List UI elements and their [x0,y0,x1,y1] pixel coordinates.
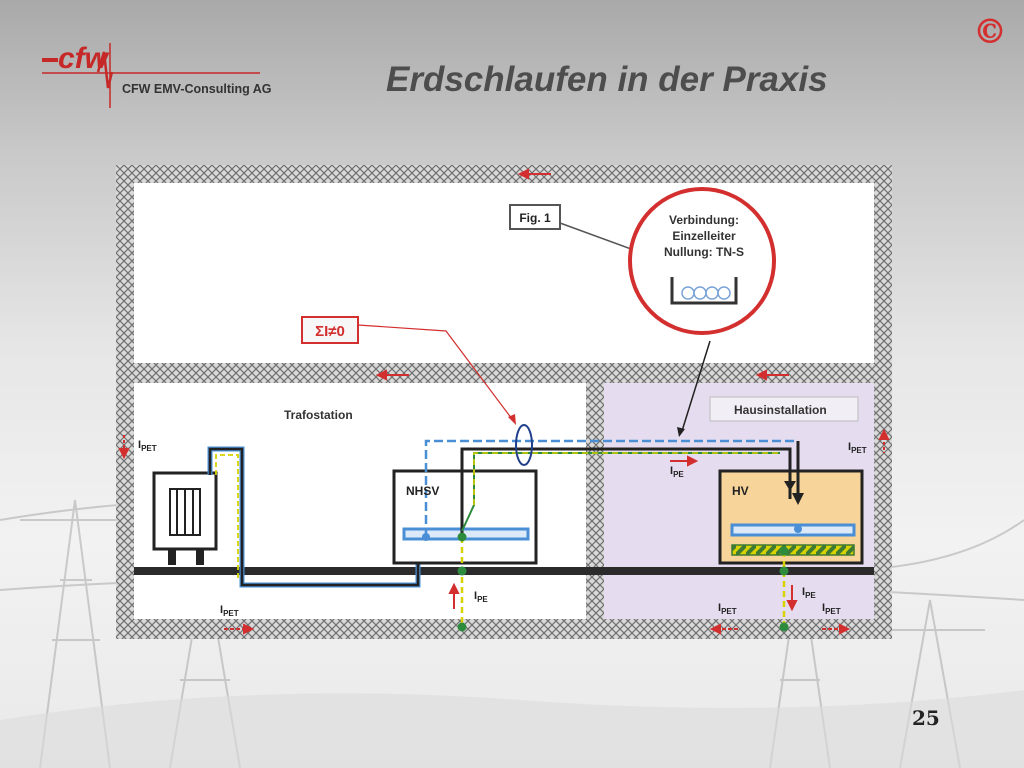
current-sum-ellipse [515,424,533,466]
page-title: Erdschlaufen in der Praxis [386,60,828,99]
callout-line3: Nullung: TN-S [664,245,744,259]
ground-slab [134,567,874,575]
hv-busbar [730,523,856,537]
page-number: 25 [912,706,940,730]
cable-black-to-hv [460,447,792,537]
sum-label-box [301,316,359,344]
current-label-pet-left: IPET [138,439,157,453]
transformer-icon [152,471,218,565]
current-label-pet-bottom-right: IPET [822,602,841,616]
current-label-pe-hv: IPE [802,586,816,600]
hv-pe-busbar [731,544,855,556]
copyright-symbol: © [973,12,1007,52]
fig-label: Fig. 1 [519,211,551,225]
sum-label: ΣI≠0 [315,323,345,340]
callout-line1: Verbindung: [669,213,739,227]
nhsv-label: NHSV [406,484,439,498]
current-label-pet-bottom-left: IPET [220,604,239,618]
cable-black-trafo [208,447,420,587]
nhsv-box [392,469,538,565]
fig-label-box [509,204,561,230]
callout-line2: Einzelleiter [672,229,736,243]
cable-tray-icon [670,277,738,305]
hausinstallation-label: Hausinstallation [734,403,827,417]
hv-label: HV [732,484,749,498]
cfw-logo: cfw [42,42,260,108]
hausinstallation-label-box [709,396,859,422]
current-label-pet-right: IPET [848,441,867,455]
company-name: CFW EMV-Consulting AG [122,82,272,96]
callout-circle [628,187,776,335]
wall-current-arrows [118,168,890,635]
cable-pe-trafo [215,454,239,579]
trafostation-label: Trafostation [284,408,353,422]
current-label-pe-top: IPE [670,465,684,479]
earth-loop-diagram: Fig. 1 Verbindung: Einzelleiter Nullung:… [116,165,892,639]
current-label-pet-bottom-mid: IPET [718,602,737,616]
current-label-pe-nhsv: IPE [474,590,488,604]
